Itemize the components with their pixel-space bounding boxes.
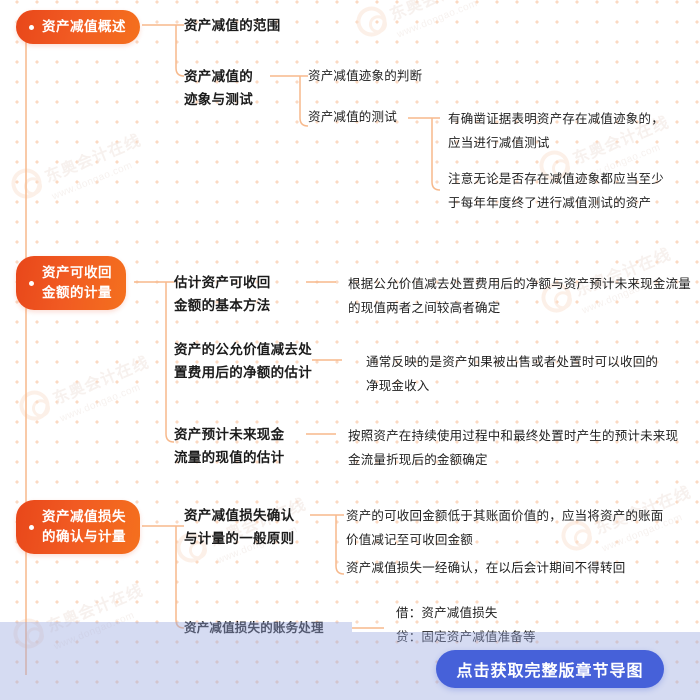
detail-s1-annual-test: 注意无论是否存在减值迹象都应当至少 于每年年度终了进行减值测试的资产 xyxy=(448,167,664,215)
bullet-dot-icon xyxy=(29,524,34,530)
detail-s2-fair-value-less-cost: 通常反映的是资产如果被出售或者处置时可以收回的 净现金收入 xyxy=(366,350,658,398)
watermark-url: www.dongao.com xyxy=(50,159,135,203)
node-s2-basic-method[interactable]: 估计资产可收回 金额的基本方法 xyxy=(174,271,271,317)
detail-s3-no-reversal-rule: 资产减值损失一经确认，在以后会计期间不得转回 xyxy=(346,556,625,580)
watermark-url: www.dongao.com xyxy=(395,0,480,41)
watermark: 东奥会计在线 www.dongao.com xyxy=(8,574,152,665)
node-label-line: 资产减值迹象的判断 xyxy=(308,69,423,83)
badge-label-line: 的确认与计量 xyxy=(42,529,126,544)
node-s1-signs-and-testing[interactable]: 资产减值的 迹象与测试 xyxy=(184,65,253,111)
detail-s1-test-evidence: 有确凿证据表明资产存在减值迹象的， 应当进行减值测试 xyxy=(448,107,664,155)
bullet-dot-icon xyxy=(29,24,34,30)
detail-line: 注意无论是否存在减值迹象都应当至少 xyxy=(448,172,664,186)
node-label-line: 资产的公允价值减去处 xyxy=(174,342,312,357)
detail-s2-present-value-future-cashflow: 按照资产在持续使用过程中和最终处置时产生的预计未来现 金流量折现后的金额确定 xyxy=(348,424,678,472)
detail-line: 资产减值损失一经确认，在以后会计期间不得转回 xyxy=(346,561,626,575)
detail-s3-writedown-rule: 资产的可收回金额低于其账面价值的，应当将资产的账面 价值减记至可收回金额 xyxy=(346,504,664,552)
node-s1-impairment-test[interactable]: 资产减值的测试 xyxy=(308,106,397,128)
node-label-line: 资产减值的 xyxy=(184,69,253,84)
detail-line: 价值减记至可收回金额 xyxy=(346,533,474,547)
node-label-line: 置费用后的净额的估计 xyxy=(174,365,312,380)
s1-c2b-bracket-lower xyxy=(431,118,441,191)
detail-line: 金流量折现后的金额确定 xyxy=(348,453,488,467)
detail-line: 贷：固定资产减值准备等 xyxy=(396,630,536,644)
watermark: 东奥会计在线 www.dongao.com xyxy=(351,0,495,53)
detail-line: 的现值两者之间较高者确定 xyxy=(348,301,501,315)
detail-line: 根据公允价值减去处置费用后的净额与资产预计未来现金流量 xyxy=(348,277,691,291)
detail-s3-journal-debit: 借：资产减值损失 xyxy=(396,601,498,625)
s1-c2-bracket-lower xyxy=(299,76,309,127)
detail-s3-journal-credit: 贷：固定资产减值准备等 xyxy=(396,625,536,649)
detail-line: 借：资产减值损失 xyxy=(396,606,498,620)
badge-label-line: 资产可收回 xyxy=(42,265,112,280)
node-label-line: 资产减值损失的账务处理 xyxy=(184,621,324,635)
node-label-line: 资产预计未来现金 xyxy=(174,427,285,442)
s1-bracket-lower xyxy=(175,25,185,77)
watermark-title: 东奥会计在线 xyxy=(42,132,144,187)
badge-label-line: 金额的计量 xyxy=(42,285,112,300)
watermark: 东奥会计在线 www.dongao.com xyxy=(6,124,150,215)
s2-bracket-lower xyxy=(165,282,175,443)
node-s3-general-principle[interactable]: 资产减值损失确认 与计量的一般原则 xyxy=(184,504,294,550)
badge-label-line: 资产减值概述 xyxy=(42,19,126,34)
topic-badge-impairment-loss-recognition[interactable]: 资产减值损失 的确认与计量 xyxy=(16,500,140,554)
node-s2-present-value-future-cashflow[interactable]: 资产预计未来现金 流量的现值的估计 xyxy=(174,423,284,469)
bullet-dot-icon xyxy=(29,280,34,286)
detail-line: 有确凿证据表明资产存在减值迹象的， xyxy=(448,112,664,126)
watermark-title: 东奥会计在线 xyxy=(386,0,490,25)
watermark: 东奥会计在线 www.dongao.com xyxy=(14,346,158,437)
node-s1-sign-judgement[interactable]: 资产减值迹象的判断 xyxy=(308,65,422,87)
get-full-chapter-map-button[interactable]: 点击获取完整版章节导图 xyxy=(436,650,664,688)
node-label-line: 金额的基本方法 xyxy=(174,298,271,313)
watermark-title: 东奥会计在线 xyxy=(44,582,146,637)
node-s3-accounting-treatment[interactable]: 资产减值损失的账务处理 xyxy=(184,617,324,639)
watermark-logo-icon xyxy=(8,613,48,654)
s3-bracket-lower xyxy=(175,526,185,629)
node-label-line: 迹象与测试 xyxy=(184,92,253,107)
node-s1-scope[interactable]: 资产减值的范围 xyxy=(184,14,281,37)
watermark-logo-icon xyxy=(351,1,391,42)
node-label-line: 估计资产可收回 xyxy=(174,275,271,290)
detail-s2-basic-method: 根据公允价值减去处置费用后的净额与资产预计未来现金流量 的现值两者之间较高者确定 xyxy=(348,272,691,320)
node-label-line: 资产减值的测试 xyxy=(308,110,397,124)
node-label-line: 与计量的一般原则 xyxy=(184,531,295,546)
detail-line: 净现金收入 xyxy=(366,379,430,393)
badge-label-line: 资产减值损失 xyxy=(42,509,126,524)
watermark-title: 东奥会计在线 xyxy=(50,354,152,409)
watermark-url: www.dongao.com xyxy=(52,609,137,653)
watermark-logo-icon xyxy=(6,163,46,204)
detail-line: 按照资产在持续使用过程中和最终处置时产生的预计未来现 xyxy=(348,429,679,443)
detail-line: 通常反映的是资产如果被出售或者处置时可以收回的 xyxy=(366,355,659,369)
detail-line: 资产的可收回金额低于其账面价值的，应当将资产的账面 xyxy=(346,509,664,523)
watermark-url: www.dongao.com xyxy=(58,381,143,425)
node-s2-fair-value-less-cost[interactable]: 资产的公允价值减去处 置费用后的净额的估计 xyxy=(174,338,312,384)
detail-line: 于每年年度终了进行减值测试的资产 xyxy=(448,196,652,210)
node-label-line: 流量的现值的估计 xyxy=(174,450,285,465)
detail-line: 应当进行减值测试 xyxy=(448,136,550,150)
topic-badge-recoverable-amount-measurement[interactable]: 资产可收回 金额的计量 xyxy=(16,256,126,310)
node-label-line: 资产减值的范围 xyxy=(184,18,281,33)
node-label-line: 资产减值损失确认 xyxy=(184,508,295,523)
topic-badge-asset-impairment-overview[interactable]: 资产减值概述 xyxy=(16,10,140,44)
watermark-logo-icon xyxy=(14,385,54,426)
s3-c1-bracket-lower xyxy=(335,515,345,575)
